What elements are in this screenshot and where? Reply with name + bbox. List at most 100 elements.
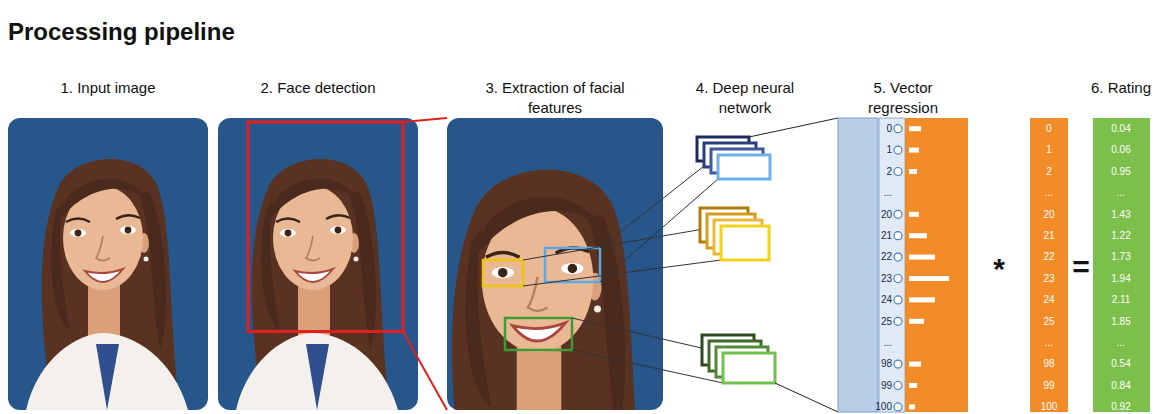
vector-value: 2.11 [1086, 289, 1156, 310]
vector-value: 22 [1030, 246, 1068, 267]
vector-value: 20 [1030, 204, 1068, 225]
filter-map [718, 155, 770, 179]
image-panel: 2. Face detection [218, 78, 418, 412]
vector-value: 0.95 [1086, 161, 1156, 182]
face-portrait [218, 118, 418, 410]
vector-value: 1.43 [1086, 204, 1156, 225]
neuron-circle [894, 125, 902, 133]
leader-line [523, 260, 721, 286]
vector-value: 99 [1030, 375, 1068, 396]
vector-value: ... [838, 182, 892, 203]
vector-value: 20 [838, 204, 892, 225]
vector-value: 22 [838, 246, 892, 267]
vector-marks [894, 125, 949, 411]
detection-photo [218, 118, 418, 410]
index-column [1030, 118, 1068, 412]
weight-bar [909, 276, 949, 281]
zoomed-face [447, 118, 663, 410]
feature-box [483, 260, 523, 286]
vector-value: 0 [838, 118, 892, 139]
vector-column: 5. Vector regression012...202122232425..… [838, 78, 968, 412]
zoom-line [403, 118, 447, 122]
rating-column: 6. Rating0.040.060.95...1.431.221.731.94… [1086, 78, 1156, 412]
neuron-circle [894, 232, 902, 240]
neuron-circle [894, 168, 902, 176]
weight-bar [909, 212, 919, 217]
diagram-title: Processing pipeline [8, 18, 235, 46]
neuron-circle [894, 360, 902, 368]
feature-lines [523, 155, 723, 383]
image-panel: 1. Input image [8, 78, 208, 412]
feature-box [505, 318, 572, 350]
filter-map [721, 226, 769, 260]
vector-value: 2 [838, 161, 892, 182]
input-photo [8, 118, 208, 410]
vector-value: 1.22 [1086, 225, 1156, 246]
neuron-circle [894, 317, 902, 325]
image-panel: 3. Extraction of facial features [447, 78, 663, 412]
vector-value: 0.84 [1086, 375, 1156, 396]
spacer [1030, 78, 1068, 118]
neuron-circle [894, 210, 902, 218]
weight-bar [909, 404, 915, 409]
vector-value: 100 [838, 396, 892, 414]
weight-bar [909, 169, 917, 174]
vector-value: ... [1030, 182, 1068, 203]
step-heading: 3. Extraction of facial features [480, 78, 630, 118]
weight-bar [909, 255, 935, 260]
weight-bar [909, 233, 927, 238]
vector-value: 98 [838, 353, 892, 374]
step-heading: 1. Input image [13, 78, 203, 118]
detection-box [248, 122, 403, 332]
vector-value: 99 [838, 375, 892, 396]
vector-value: 100 [1030, 396, 1068, 414]
vector-value: 1 [838, 139, 892, 160]
step-heading: 5. Vector regression [853, 78, 953, 118]
neuron-circle [894, 403, 902, 411]
vector-value: 0.54 [1086, 353, 1156, 374]
index-column: 012...202122232425...9899100 [1030, 78, 1068, 412]
vector-value: 21 [1030, 225, 1068, 246]
leader-line [523, 226, 721, 260]
weight-block [905, 118, 968, 412]
step-heading: 6. Rating [1086, 78, 1156, 118]
vector-value: ... [1086, 332, 1156, 353]
filter-map [723, 353, 775, 383]
filter-stack [702, 335, 775, 383]
vector-value: 1.73 [1086, 246, 1156, 267]
vector-value: 1.85 [1086, 311, 1156, 332]
neuron-circle [894, 382, 902, 390]
equals-sign: = [1070, 252, 1092, 282]
vector-value: 25 [838, 311, 892, 332]
face-portrait [8, 118, 208, 410]
vector-value: 0.92 [1086, 396, 1156, 414]
step-heading: 4. Deep neural network [690, 78, 800, 118]
vector-value: 23 [838, 268, 892, 289]
vector-value: 23 [1030, 268, 1068, 289]
weight-bar [909, 319, 924, 324]
vector-value: 0.04 [1086, 118, 1156, 139]
multiply-sign: * [987, 254, 1011, 284]
vector-value: ... [1086, 182, 1156, 203]
leader-line [572, 318, 723, 353]
weight-bar [909, 148, 919, 153]
vector-value: 24 [838, 289, 892, 310]
face-portrait [447, 118, 663, 410]
network-line [749, 118, 838, 137]
vector-value: 0 [1030, 118, 1068, 139]
vector-value: 2 [1030, 161, 1068, 182]
neuron-circle [894, 296, 902, 304]
neuron-circle [894, 146, 902, 154]
vector-value: 1 [1030, 139, 1068, 160]
network-line [775, 383, 838, 412]
neuron-circle [894, 253, 902, 261]
vector-value: 0.06 [1086, 139, 1156, 160]
vector-value: 98 [1030, 353, 1068, 374]
vector-value: ... [838, 332, 892, 353]
weight-bar [909, 126, 921, 131]
step-heading: 2. Face detection [223, 78, 413, 118]
filter-stack [700, 208, 769, 260]
neuron-circle [894, 275, 902, 283]
